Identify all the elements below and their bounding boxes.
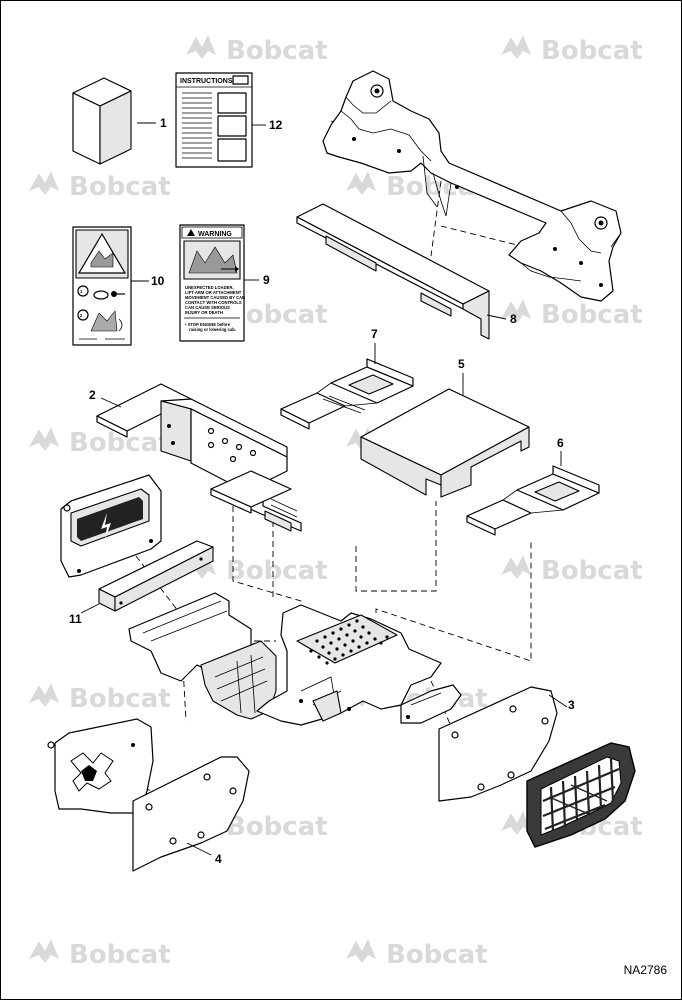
leader-8 bbox=[486, 314, 507, 320]
leader-11 bbox=[80, 603, 100, 614]
part-10-decal: 1 2 bbox=[72, 226, 132, 346]
callout-1: 1 bbox=[160, 116, 167, 130]
part-6-pad bbox=[466, 465, 600, 536]
warning-title: WARNING bbox=[198, 231, 232, 238]
watermark-logo: Bobcat bbox=[29, 683, 171, 714]
callout-4: 4 bbox=[215, 852, 222, 866]
part-4-panel bbox=[132, 756, 250, 872]
left-side-panel bbox=[60, 474, 162, 578]
callout-10: 10 bbox=[151, 274, 165, 288]
cab-frame bbox=[322, 70, 622, 302]
leader-2 bbox=[100, 397, 122, 408]
callout-8: 8 bbox=[510, 312, 517, 326]
watermark-logo: Bobcat bbox=[29, 427, 171, 458]
watermark-text: Bobcat bbox=[69, 172, 171, 202]
warning-line-2: LIFT ARM OR ATTACHMENT bbox=[185, 290, 242, 295]
watermark-text: Bobcat bbox=[386, 940, 488, 970]
watermark-text: Bobcat bbox=[541, 300, 643, 330]
watermark-logo: Bobcat bbox=[186, 35, 328, 66]
warning-line-4: CONTACT WITH CONTROLS bbox=[185, 300, 242, 305]
callout-2: 2 bbox=[89, 388, 96, 402]
leader-3 bbox=[548, 694, 568, 708]
callout-7: 7 bbox=[371, 327, 378, 341]
callout-3: 3 bbox=[568, 698, 575, 712]
figure-id: NA2786 bbox=[623, 963, 667, 977]
warning-line-5: CAN CAUSE SERIOUS bbox=[185, 305, 230, 310]
watermark-text: Bobcat bbox=[69, 940, 171, 970]
part-3-panel bbox=[438, 686, 558, 802]
svg-text:2: 2 bbox=[80, 313, 83, 318]
part-8-channel bbox=[296, 203, 490, 340]
part-5-cover bbox=[360, 388, 530, 498]
left-lower-panel bbox=[47, 718, 154, 814]
watermark-text: Bobcat bbox=[541, 36, 643, 66]
warning-line-3: MOVEMENT CAUSED BY CAB bbox=[185, 295, 245, 300]
floor-grate-holes bbox=[309, 619, 389, 665]
watermark-logo: Bobcat bbox=[29, 939, 171, 970]
watermark-text: Bobcat bbox=[541, 556, 643, 586]
callout-11: 11 bbox=[69, 612, 82, 626]
warning-line-8: raising or lowering cab. bbox=[189, 327, 236, 332]
right-lower-grid-panel bbox=[526, 742, 636, 848]
callout-9: 9 bbox=[263, 273, 270, 287]
floor-assembly bbox=[128, 592, 462, 726]
svg-text:1: 1 bbox=[80, 289, 83, 294]
warning-line-7: • STOP ENGINE before bbox=[185, 322, 231, 327]
callout-6: 6 bbox=[557, 436, 564, 450]
warning-line-1: UNEXPECTED LOADER, bbox=[185, 285, 234, 290]
part-11-strip bbox=[98, 540, 214, 612]
leader-4 bbox=[186, 842, 212, 856]
part-12-instruction-sheet: INSTRUCTIONS bbox=[175, 72, 253, 168]
watermark-logo: Bobcat bbox=[29, 171, 171, 202]
watermark-text: Bobcat bbox=[226, 556, 328, 586]
part-9-warning-decal: WARNING UNEXPECTED LOADER, LIFT ARM OR A… bbox=[179, 224, 245, 342]
watermark-text: Bobcat bbox=[69, 684, 171, 714]
callout-12: 12 bbox=[269, 118, 283, 132]
part-7-pad bbox=[280, 358, 414, 430]
watermark-text: Bobcat bbox=[226, 812, 328, 842]
instructions-title: INSTRUCTIONS bbox=[180, 78, 233, 85]
watermark-logo: Bobcat bbox=[346, 939, 488, 970]
part-1-package bbox=[72, 77, 132, 165]
watermark-logo: Bobcat bbox=[501, 555, 643, 586]
part-2-seat-base bbox=[96, 383, 302, 532]
callout-5: 5 bbox=[458, 357, 465, 371]
watermark-text: Bobcat bbox=[226, 36, 328, 66]
warning-line-6: INJURY OR DEATH bbox=[185, 310, 223, 315]
watermark-logo: Bobcat bbox=[501, 35, 643, 66]
watermark-logo: Bobcat bbox=[501, 299, 643, 330]
